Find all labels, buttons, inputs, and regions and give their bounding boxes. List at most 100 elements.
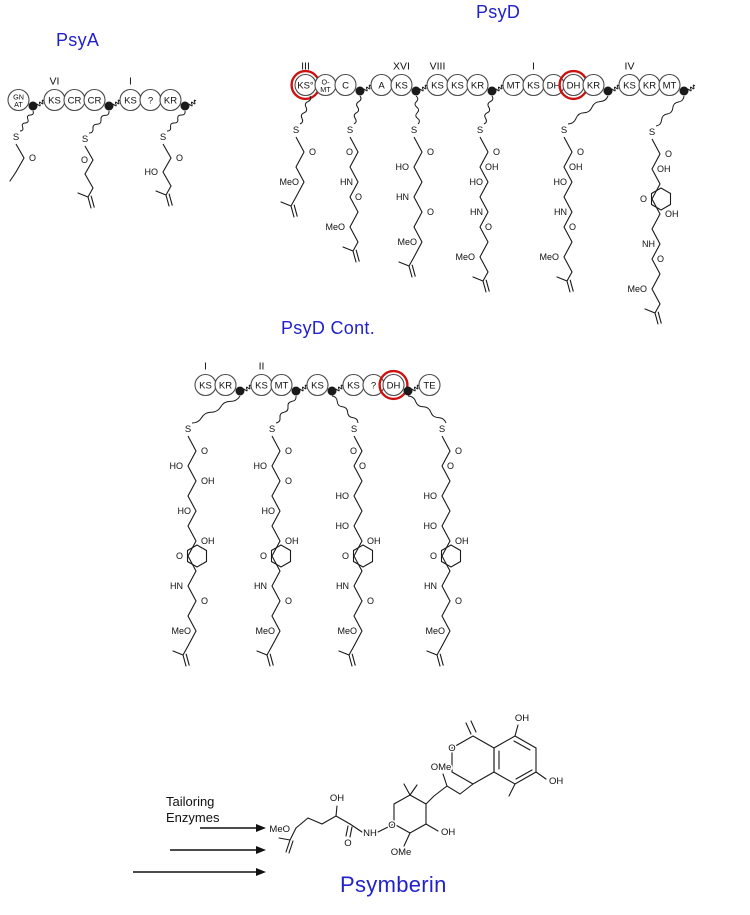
atom-label: O	[355, 192, 362, 202]
atom-label: MeO	[325, 222, 345, 232]
tail-bond	[566, 271, 573, 282]
domain-label: CR	[68, 95, 82, 106]
arrowhead-icon	[256, 846, 266, 854]
atom-label: HO	[170, 461, 184, 471]
domain-label: MT	[507, 80, 521, 91]
atom-label: OH	[201, 536, 215, 546]
atom-label: O	[485, 222, 492, 232]
domain-label: A	[378, 80, 385, 91]
domain-circle	[214, 373, 237, 397]
pyran-ring	[352, 544, 374, 568]
amide-o-label: O	[344, 838, 351, 849]
tail-doublebond	[352, 250, 357, 263]
tail-bond	[352, 241, 359, 252]
tether-squiggle	[188, 99, 197, 107]
tail-bond	[348, 645, 355, 656]
aromatic-ring	[493, 735, 537, 785]
domain-label: MT	[663, 80, 677, 91]
atom-label: O	[346, 147, 353, 157]
tail-doublebond	[657, 311, 662, 324]
domain-label: KS	[347, 380, 360, 391]
tail-methyl	[398, 261, 410, 267]
atom-label: O	[260, 551, 267, 561]
tail-methyl	[280, 201, 292, 207]
tail-bond	[654, 303, 661, 314]
atom-label: OH	[665, 209, 679, 219]
intermediate-structure: SO	[9, 110, 38, 182]
tether-squiggle	[419, 84, 428, 92]
atom-label: OH	[455, 536, 469, 546]
domain-label: KR	[471, 80, 484, 91]
tail-doublebond	[566, 280, 571, 293]
atom-label: HO	[470, 177, 484, 187]
atom-label: O	[665, 149, 672, 159]
domain-circle	[390, 73, 413, 97]
structure-backbone	[441, 435, 451, 647]
pyran-ring	[440, 544, 462, 568]
atom-label: OH	[569, 162, 583, 172]
tail-doublebond	[87, 196, 92, 209]
acp-dot	[180, 101, 190, 111]
atom-label: OH	[485, 162, 499, 172]
atom-label: MeO	[171, 626, 191, 636]
structure-backbone	[479, 136, 489, 273]
atom-label: S	[160, 132, 166, 143]
atom-label: HN	[554, 207, 567, 217]
domain-circle	[582, 73, 605, 97]
atom-label: S	[561, 125, 567, 136]
atom-label: HO	[262, 506, 276, 516]
atom-label: HO	[336, 521, 350, 531]
module-numeral: II	[259, 361, 265, 373]
tail-doublebond	[185, 653, 190, 666]
atom-label: MeO	[279, 177, 299, 187]
atom-label: O	[285, 446, 292, 456]
atom-label: O	[176, 551, 183, 561]
structure-backbone	[84, 145, 94, 189]
atom-label: O	[493, 147, 500, 157]
tail-bond	[482, 271, 489, 282]
tail-doublebond	[90, 195, 95, 208]
tail-doublebond	[439, 653, 444, 666]
tether-squiggle	[567, 95, 609, 125]
tail-methyl	[644, 308, 656, 314]
atom-label: OH	[201, 476, 215, 486]
atom-label: HN	[340, 177, 353, 187]
acp-dot	[28, 101, 38, 111]
tail-doublebond	[351, 653, 356, 666]
domain-label: DH	[567, 80, 581, 91]
atom-label: HN	[470, 207, 483, 217]
psymberin-svg: OH OH O OMe OH O OMe NH O OH MeO	[133, 712, 565, 876]
module-numeral: I	[204, 361, 207, 373]
tether-squiggle	[88, 110, 110, 134]
atom-label: O	[427, 147, 434, 157]
tether-squiggle	[243, 384, 252, 392]
atom-label: HO	[424, 521, 438, 531]
aromatic-oh-right-label: OH	[549, 776, 563, 787]
tail-doublebond	[293, 204, 298, 217]
tether-squiggle	[331, 395, 359, 424]
tail-bond	[290, 196, 297, 207]
atom-label: O	[285, 476, 292, 486]
atom-label: S	[13, 132, 19, 143]
tail-doublebond	[436, 654, 441, 667]
atom-label: HN	[170, 581, 183, 591]
structure-backbone	[563, 136, 573, 273]
atom-label: O	[350, 446, 357, 456]
tether-squiggle	[299, 384, 308, 392]
atom-label: MeO	[455, 252, 475, 262]
atom-label: S	[269, 424, 275, 435]
domain-circle	[658, 73, 681, 97]
tether-squiggle	[407, 395, 447, 424]
psymberin-title: Psymberin	[340, 872, 447, 897]
atom-label: MeO	[627, 284, 647, 294]
structure-backbone	[271, 435, 281, 647]
acp-dot	[487, 86, 497, 96]
